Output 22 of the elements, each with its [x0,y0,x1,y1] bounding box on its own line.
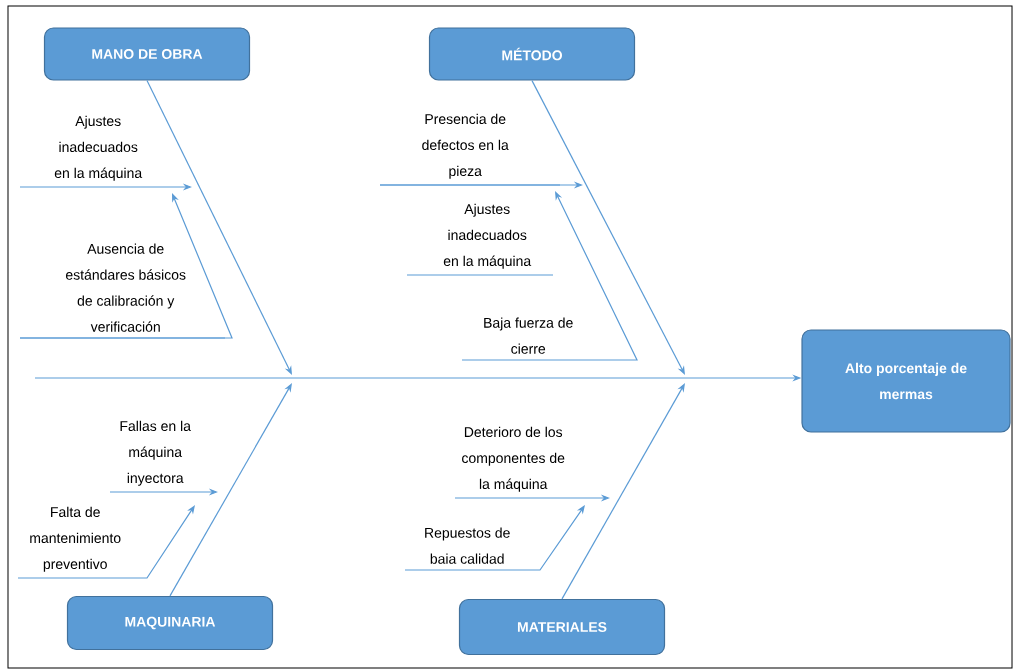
node-label: Presencia de defectos en la pieza [422,113,509,179]
cause-text: Ajustes inadecuados en la máquina [406,203,554,276]
cause-text: Ajustes inadecuados en la máquina [54,115,143,181]
arrow [561,383,685,600]
arrow [169,383,292,597]
category-box: Alto porcentaje de mermas [801,329,1011,433]
category-box: MÉTODO [428,27,636,81]
category-box: MANO DE OBRA [43,27,251,81]
arrow [17,505,195,579]
arrow [19,193,233,339]
cause-text: Deterioro de los componentes de la máquina [462,426,565,492]
cause-text: Falta de mantenimiento preventivo [30,506,121,572]
arrow [461,191,638,361]
arrow [531,80,685,375]
cause-text: Fallas en la máquina inyectora [120,420,191,486]
arrow [146,80,292,375]
cause-text: Baja fuerza de cierre [484,317,573,354]
arrow [404,505,585,571]
node-label: Ausencia de estándares básicos de calibración y verificación [65,243,186,332]
category-box: MAQUINARIA [66,595,274,651]
category-box: MATERIALES [458,598,666,656]
cause-text: Repuestos de baia calidad [425,527,510,564]
